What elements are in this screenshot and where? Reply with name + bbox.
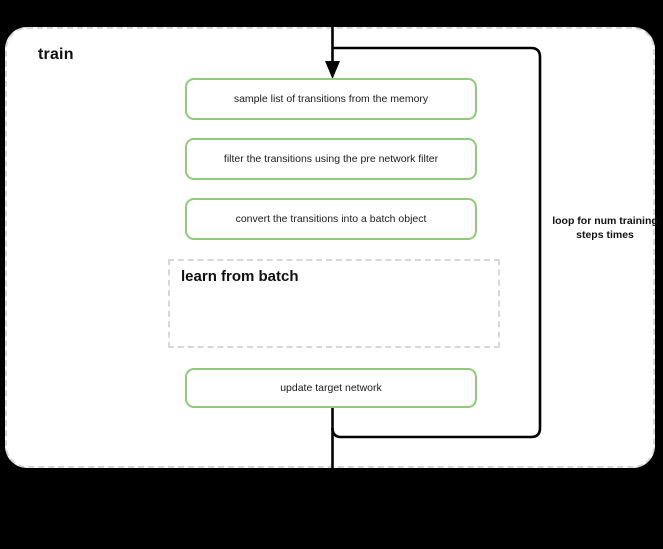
learn-from-batch-title: learn from batch — [181, 268, 299, 285]
step-box-update-target-network[interactable]: update target network — [185, 368, 477, 408]
step-box-convert-batch[interactable]: convert the transitions into a batch obj… — [185, 198, 477, 240]
step-box-sample-transitions[interactable]: sample list of transitions from the memo… — [185, 78, 477, 120]
step-label: update target network — [280, 381, 382, 394]
scope-title: train — [38, 46, 74, 63]
loop-annotation-label: loop for num training steps times — [552, 215, 658, 241]
learn-from-batch-scope — [168, 259, 500, 348]
step-label: sample list of transitions from the memo… — [233, 92, 429, 105]
step-box-filter-transitions[interactable]: filter the transitions using the pre net… — [185, 138, 477, 180]
step-label: convert the transitions into a batch obj… — [235, 212, 427, 225]
step-label: filter the transitions using the pre net… — [223, 152, 439, 165]
